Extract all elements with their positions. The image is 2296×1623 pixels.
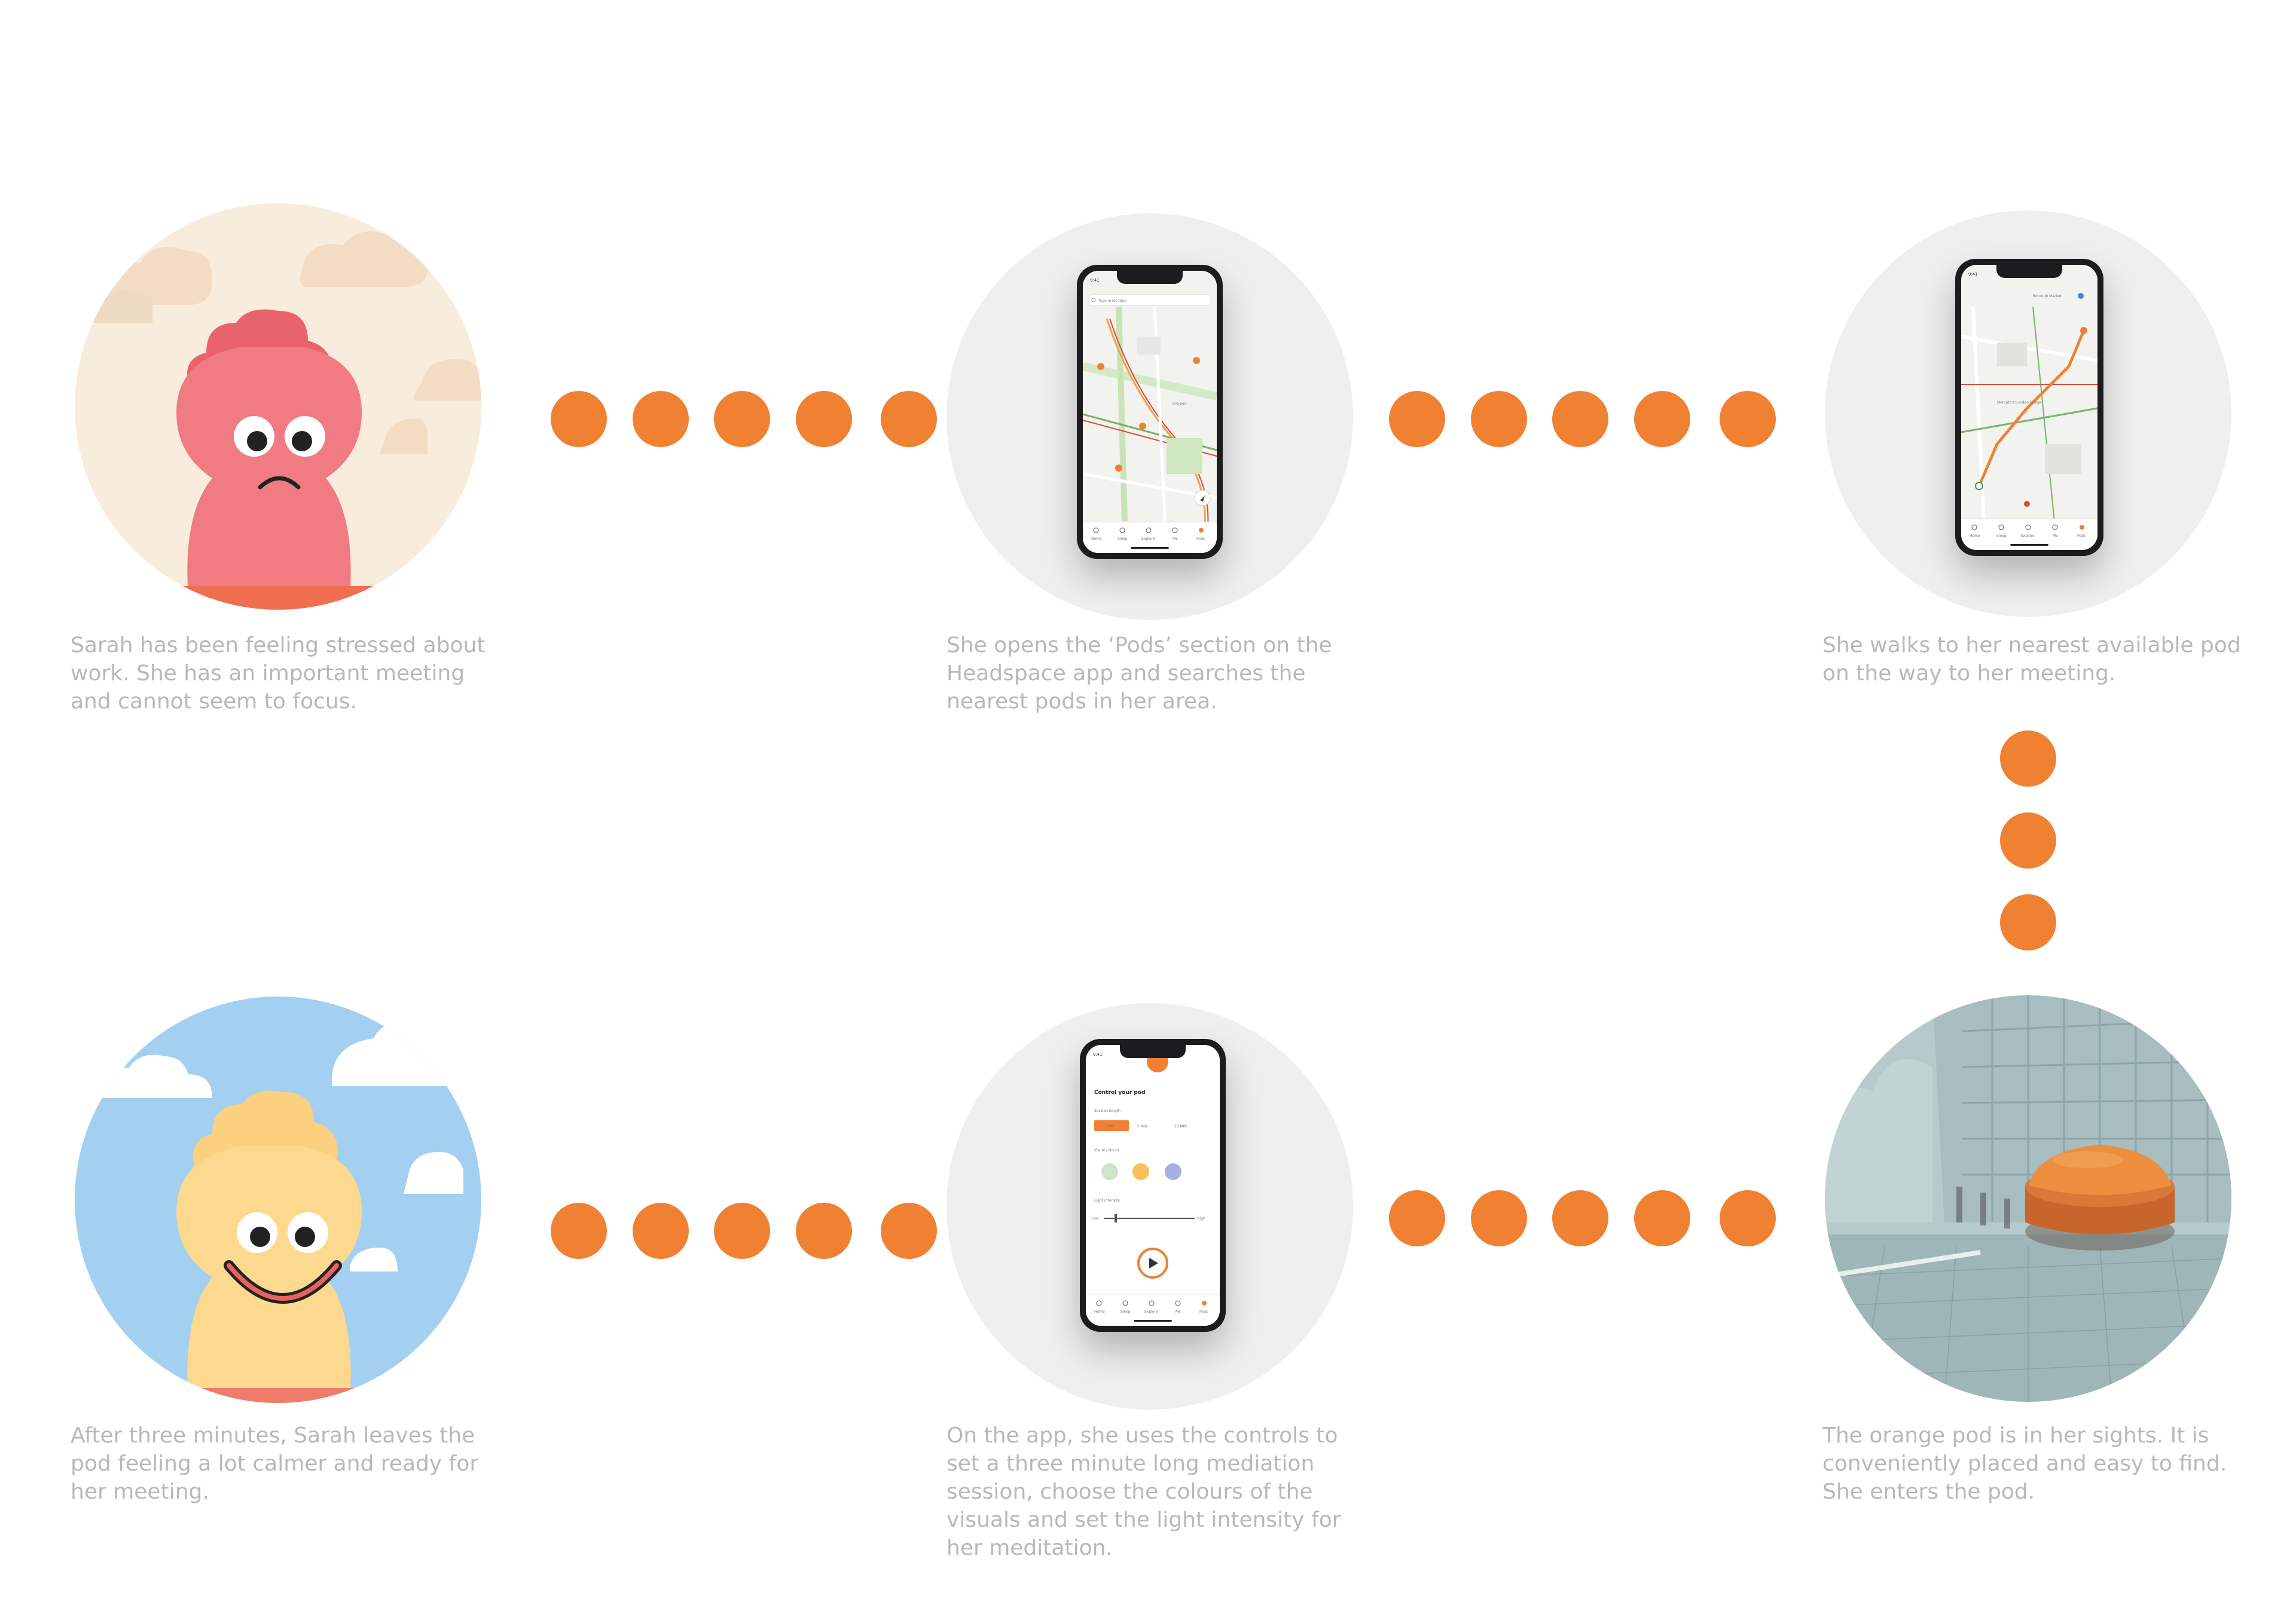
light-intensity-label: Light intensity xyxy=(1094,1199,1120,1203)
connector-dot xyxy=(796,1203,852,1259)
phone-screen: 9:41 Control your pod Session length 3 M… xyxy=(1086,1045,1220,1326)
colour-swatch-green[interactable] xyxy=(1101,1163,1118,1180)
connector-dot xyxy=(633,1203,689,1259)
svg-text:Pods: Pods xyxy=(1196,537,1205,541)
svg-text:Explore: Explore xyxy=(1141,537,1155,541)
stressed-character-illustration xyxy=(75,203,481,610)
light-high-label: High xyxy=(1197,1217,1205,1221)
connector-dot xyxy=(2000,812,2056,869)
session-option-3min[interactable]: 3 MIN xyxy=(1104,1124,1114,1129)
bottom-nav: Home Sleep Explore Me Pods xyxy=(1094,1300,1208,1314)
happy-character-icon xyxy=(75,997,481,1403)
light-low-label: Low xyxy=(1092,1217,1099,1221)
connector-dot xyxy=(633,391,689,447)
connector-dot xyxy=(1471,1190,1527,1246)
happy-character-illustration xyxy=(75,997,481,1403)
connector-dot xyxy=(551,391,607,447)
phone-map-icon: 9:41 Type in location KISLING xyxy=(1077,265,1223,559)
step-6-caption: After three minutes, Sarah leaves the po… xyxy=(71,1423,479,1504)
svg-text:Home: Home xyxy=(1970,534,1980,538)
svg-text:Me: Me xyxy=(1176,1310,1181,1314)
bottom-nav: Home Sleep Explore Me Pods xyxy=(1970,524,2086,538)
map-label: KISLING xyxy=(1173,402,1187,406)
connector-dot xyxy=(1471,391,1527,447)
orange-pod-illustration xyxy=(1825,995,2231,1402)
step-3-caption: She walks to her nearest available pod o… xyxy=(1822,633,2241,686)
connector-dot xyxy=(796,391,852,447)
connector-dot xyxy=(714,391,770,447)
svg-text:Pods: Pods xyxy=(1199,1310,1208,1314)
phone-route-icon: 9:41 Borough Market Mercato's Lunden Bri… xyxy=(1955,259,2103,556)
svg-text:Me: Me xyxy=(2053,534,2058,538)
connector-dot xyxy=(1389,1190,1445,1246)
connector-dot xyxy=(1552,1190,1608,1246)
step-4-caption: The orange pod is in her sights. It is c… xyxy=(1822,1423,2227,1504)
phone-notch xyxy=(1996,265,2062,278)
svg-text:Sleep: Sleep xyxy=(1120,1310,1131,1314)
svg-text:Sleep: Sleep xyxy=(1996,534,2007,538)
connector-dot xyxy=(1389,391,1445,447)
step-5-caption: On the app, she uses the controls to set… xyxy=(947,1423,1341,1560)
svg-text:Sleep: Sleep xyxy=(1118,537,1128,541)
connector-dot xyxy=(714,1203,770,1259)
session-option-10min[interactable]: 10 MIN xyxy=(1174,1124,1187,1129)
connector-dot xyxy=(1634,391,1690,447)
light-slider-handle[interactable] xyxy=(1115,1214,1117,1222)
connector-dot xyxy=(1634,1190,1690,1246)
status-time: 9:41 xyxy=(1090,278,1100,283)
map-label-a: Borough Market xyxy=(2033,294,2062,298)
session-option-selected[interactable] xyxy=(1094,1120,1129,1131)
step-1-caption: Sarah has been feeling stressed about wo… xyxy=(71,633,486,714)
play-icon xyxy=(1149,1258,1158,1269)
bottom-nav: Home Sleep Explore Me Pods xyxy=(1091,527,1205,541)
colour-swatch-blue[interactable] xyxy=(1165,1163,1181,1180)
svg-text:Explore: Explore xyxy=(1144,1310,1158,1314)
session-length-label: Session length xyxy=(1094,1109,1120,1113)
status-time: 9:41 xyxy=(1093,1052,1103,1057)
phone-notch xyxy=(1120,1045,1186,1058)
stressed-character-icon xyxy=(75,203,481,610)
orange-pod-icon xyxy=(1825,995,2231,1402)
connector-dot xyxy=(551,1203,607,1259)
map-label-b: Mercato's Lunden Bridge xyxy=(1997,401,2042,405)
connector-dot xyxy=(1720,391,1776,447)
control-title: Control your pod xyxy=(1094,1090,1145,1096)
svg-text:Home: Home xyxy=(1091,537,1102,541)
phone-screen: 9:41 Borough Market Mercato's Lunden Bri… xyxy=(1961,265,2097,550)
svg-text:Home: Home xyxy=(1094,1310,1105,1314)
connector-dot xyxy=(2000,730,2056,787)
svg-text:Pods: Pods xyxy=(2077,534,2086,538)
connector-dot xyxy=(881,1203,937,1259)
connector-dot xyxy=(1720,1190,1776,1246)
visual-colours-label: Visual colours xyxy=(1094,1148,1119,1153)
phone-screen: 9:41 Type in location KISLING xyxy=(1083,271,1217,553)
search-placeholder: Type in location xyxy=(1098,299,1126,303)
colour-swatch-yellow[interactable] xyxy=(1132,1163,1149,1180)
phone-controls-icon: 9:41 Control your pod Session length 3 M… xyxy=(1080,1039,1226,1332)
status-time: 9:41 xyxy=(1968,272,1978,277)
step-2-caption: She opens the ‘Pods’ section on the Head… xyxy=(947,633,1332,714)
connector-dot xyxy=(1552,391,1608,447)
session-option-5min[interactable]: 5 MIN xyxy=(1137,1124,1147,1129)
svg-text:Me: Me xyxy=(1173,537,1178,541)
svg-text:Explore: Explore xyxy=(2021,534,2035,538)
connector-dot xyxy=(881,391,937,447)
phone-notch xyxy=(1117,271,1183,284)
connector-dot xyxy=(2000,894,2056,950)
